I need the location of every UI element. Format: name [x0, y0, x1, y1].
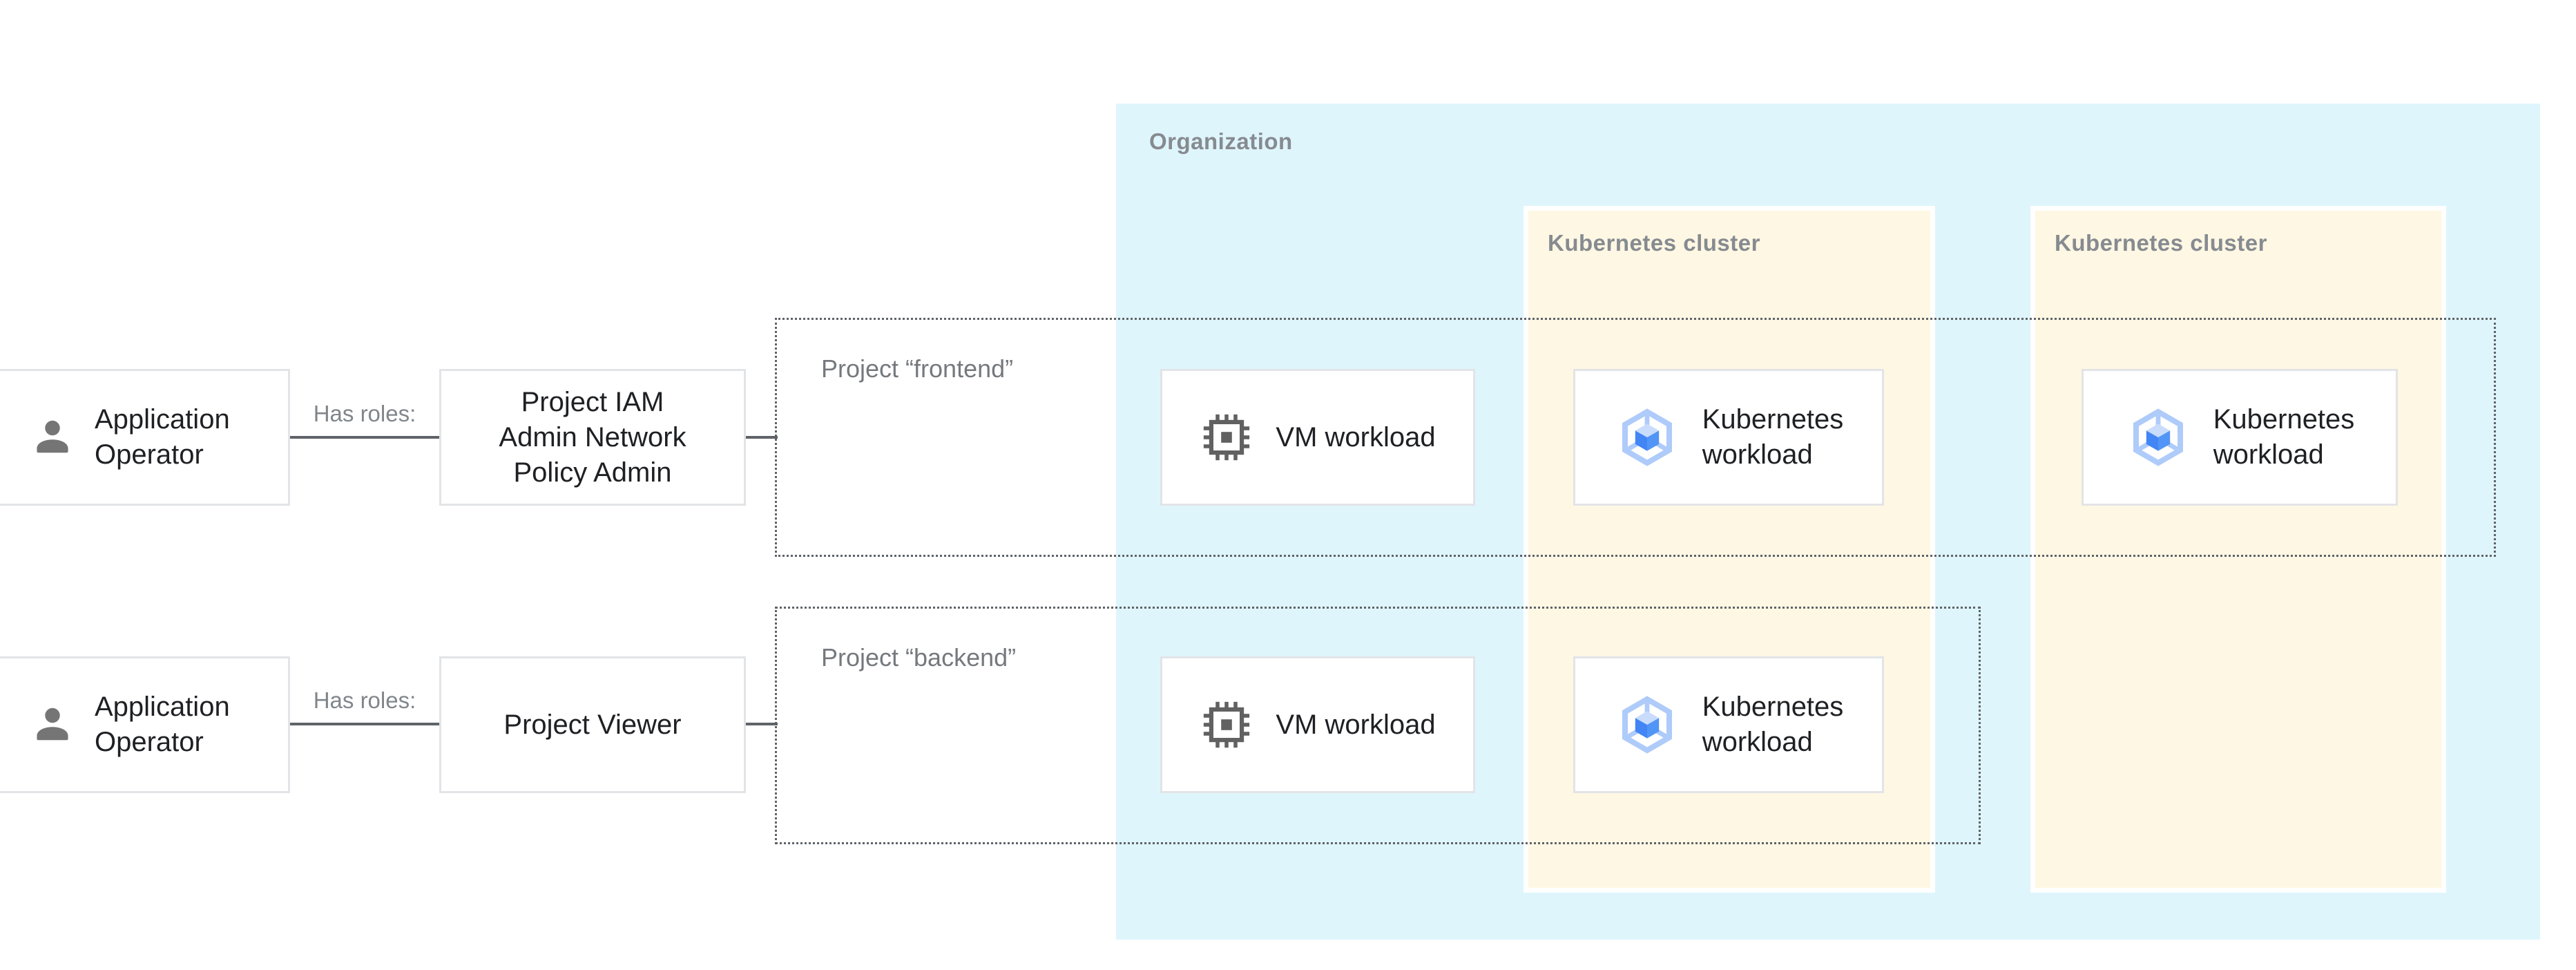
organization-label: Organization: [1149, 129, 1293, 154]
person-icon: [37, 707, 68, 741]
actor-label-line2: Operator: [95, 439, 204, 470]
kubernetes-workload-line2: workload: [2213, 439, 2324, 470]
role-label-line1: Project IAM: [521, 386, 664, 417]
project-backend-boundary: Project “backend”: [775, 607, 1981, 844]
kubernetes-workload-line1: Kubernetes: [2213, 404, 2355, 435]
has-roles-label-2: Has roles:: [313, 687, 416, 713]
vm-workload-label: VM workload: [1276, 709, 1436, 740]
kubernetes-workload-line1: Kubernetes: [1702, 692, 1844, 722]
project-backend-label: Project “backend”: [821, 643, 1017, 672]
actor-label-line1: Application: [95, 692, 230, 722]
kubernetes-workload-node-frontend-cluster2: Kubernetes workload: [2082, 369, 2398, 506]
kubernetes-cluster-label: Kubernetes cluster: [2055, 230, 2267, 256]
actor-label-line2: Operator: [95, 727, 204, 757]
role-label-line2: Admin Network: [499, 421, 686, 453]
gke-hexagon-icon: [1622, 408, 1672, 466]
role-label-line3: Policy Admin: [513, 457, 672, 488]
application-operator-text: Application Operator: [95, 402, 230, 473]
connector-role-to-project-1: [746, 436, 778, 439]
project-frontend-label: Project “frontend”: [821, 354, 1014, 383]
vm-chip-icon: [1204, 414, 1250, 461]
application-operator-text: Application Operator: [95, 690, 230, 760]
gke-hexagon-icon: [1622, 696, 1672, 754]
application-operator-node-1: Application Operator: [0, 369, 290, 506]
gke-hexagon-icon: [2133, 408, 2183, 466]
kubernetes-cluster-label: Kubernetes cluster: [1548, 230, 1760, 256]
role-text: Project IAM Admin Network Policy Admin: [499, 385, 686, 491]
kubernetes-workload-node-frontend-cluster1: Kubernetes workload: [1573, 369, 1884, 506]
connector-role-to-project-2: [746, 723, 778, 725]
kubernetes-workload-label: Kubernetes workload: [2213, 402, 2355, 473]
kubernetes-workload-line2: workload: [1702, 439, 1813, 470]
kubernetes-workload-line1: Kubernetes: [1702, 404, 1844, 435]
kubernetes-workload-label: Kubernetes workload: [1702, 402, 1844, 473]
connector-operator-to-role-2: [290, 723, 439, 725]
project-iam-admin-role-node: Project IAM Admin Network Policy Admin: [439, 369, 746, 506]
vm-workload-label: VM workload: [1276, 421, 1436, 453]
has-roles-label-1: Has roles:: [313, 401, 416, 426]
kubernetes-workload-node-backend-cluster1: Kubernetes workload: [1573, 656, 1884, 793]
vm-chip-icon: [1204, 701, 1250, 748]
application-operator-node-2: Application Operator: [0, 656, 290, 793]
actor-label-line1: Application: [95, 404, 230, 435]
connector-operator-to-role-1: [290, 436, 439, 439]
role-label-line1: Project Viewer: [503, 709, 682, 740]
role-text: Project Viewer: [503, 707, 681, 743]
kubernetes-cluster-container-2: Kubernetes cluster: [2030, 206, 2446, 893]
vm-workload-node-backend: VM workload: [1160, 656, 1475, 793]
person-icon: [37, 420, 68, 453]
kubernetes-workload-line2: workload: [1702, 727, 1813, 757]
vm-workload-node-frontend: VM workload: [1160, 369, 1475, 506]
kubernetes-workload-label: Kubernetes workload: [1702, 690, 1844, 760]
project-viewer-role-node: Project Viewer: [439, 656, 746, 793]
